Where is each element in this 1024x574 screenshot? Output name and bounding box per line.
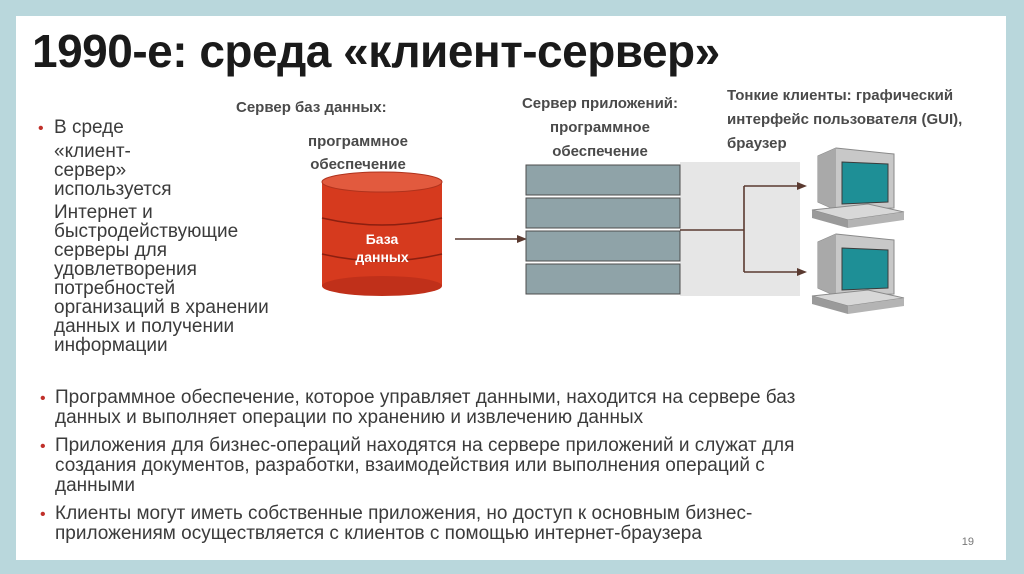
bullet-dot-icon: • (40, 438, 46, 455)
bullet-line: Интернет и (54, 202, 153, 223)
bullet-line: Приложения для бизнес-операций находятся… (55, 435, 795, 456)
bullet-line: потребностей (54, 278, 176, 299)
db-server-label: Сервер баз данных: (236, 99, 387, 116)
bullet-line: создания документов, разработки, взаимод… (55, 455, 765, 476)
bullet-line: удовлетворения (54, 259, 197, 280)
thin-clients-label-2: интерфейс пользователя (GUI), (727, 111, 963, 128)
db-cylinder-label-1: База (365, 231, 399, 247)
computer-monitor-icon (811, 233, 905, 314)
db-software-label-2: обеспечение (310, 156, 406, 173)
bullet-line: сервер» (54, 160, 127, 181)
left-bullet-text: В среде «клиент- сервер» используется Ин… (54, 118, 314, 355)
app-server-backdrop (680, 162, 800, 296)
thin-clients-label-1: Тонкие клиенты: графический (727, 87, 954, 104)
bullet-line: Программное обеспечение, которое управля… (55, 387, 796, 408)
db-cylinder-label-2: данных (355, 249, 409, 265)
bullet-line: организаций в хранении (54, 297, 269, 318)
bullet-line: «клиент- (54, 141, 131, 162)
database-cylinder-icon (321, 171, 443, 296)
bullet-line: серверы для (54, 240, 168, 261)
bottom-bullet-1: • Программное обеспечение, которое управ… (40, 388, 880, 428)
bullet-dot-icon: • (38, 120, 44, 137)
bullet-line: данными (55, 475, 135, 496)
bottom-bullet-3: • Клиенты могут иметь собственные прилож… (40, 504, 880, 544)
db-software-label-1: программное (308, 133, 408, 150)
bullet-line: В среде (54, 117, 124, 138)
bottom-bullet-2: • Приложения для бизнес-операций находят… (40, 436, 880, 496)
app-server-label-1: Сервер приложений: (521, 95, 679, 112)
bullet-line: приложениям осуществляется с клиентов с … (55, 523, 702, 544)
computer-monitor-icon (811, 147, 905, 228)
thin-clients-label-3: браузер (727, 135, 787, 152)
bullet-line: используется (54, 179, 172, 200)
bullet-line: данных и выполняет операции по хранению … (55, 407, 644, 428)
app-server-label-2: программное (550, 119, 650, 136)
bullet-dot-icon: • (40, 390, 46, 407)
bullet-line: данных и получении (54, 316, 235, 337)
slide-title: 1990-е: среда «клиент-сервер» (32, 25, 720, 77)
page-number: 19 (961, 536, 974, 548)
bullet-line: информации (54, 335, 168, 356)
bullet-line: быстродействующие (54, 221, 239, 242)
bullet-dot-icon: • (40, 506, 46, 523)
connector-app-to-clients (680, 185, 800, 273)
bullet-line: Клиенты могут иметь собственные приложен… (55, 503, 753, 524)
server-rack-icon (525, 164, 681, 295)
app-server-label-3: обеспечение (552, 143, 648, 160)
